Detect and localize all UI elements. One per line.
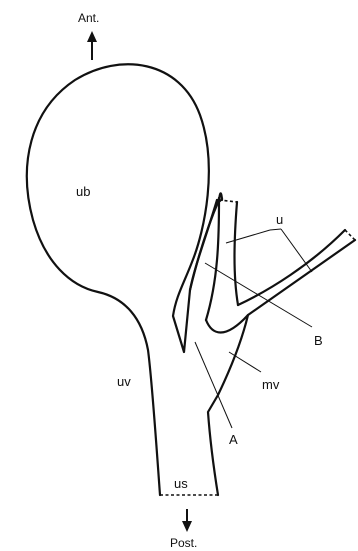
anterior-arrow — [87, 31, 97, 60]
label-us: us — [174, 476, 188, 491]
leader-u-upper — [226, 230, 270, 243]
label-A: A — [229, 432, 238, 447]
branch-upper-wall — [238, 230, 345, 305]
label-uv: uv — [117, 374, 131, 389]
leader-A — [195, 342, 232, 428]
leader-u-junction — [270, 229, 281, 230]
anterior-label: Ant. — [78, 11, 99, 25]
label-u: u — [276, 212, 283, 227]
label-B: B — [314, 333, 323, 348]
label-ub: ub — [76, 184, 90, 199]
upper-tube-open-end — [219, 200, 237, 202]
label-mv: mv — [262, 377, 280, 392]
leader-u-lower — [281, 229, 312, 272]
bladder-outline — [27, 64, 217, 495]
upper-tube-inner — [235, 202, 239, 305]
posterior-label: Post. — [170, 536, 197, 550]
branch-lower-wall — [206, 315, 248, 333]
posterior-arrow — [182, 509, 192, 532]
leader-mv — [229, 352, 261, 372]
branch-open-end — [345, 230, 355, 240]
